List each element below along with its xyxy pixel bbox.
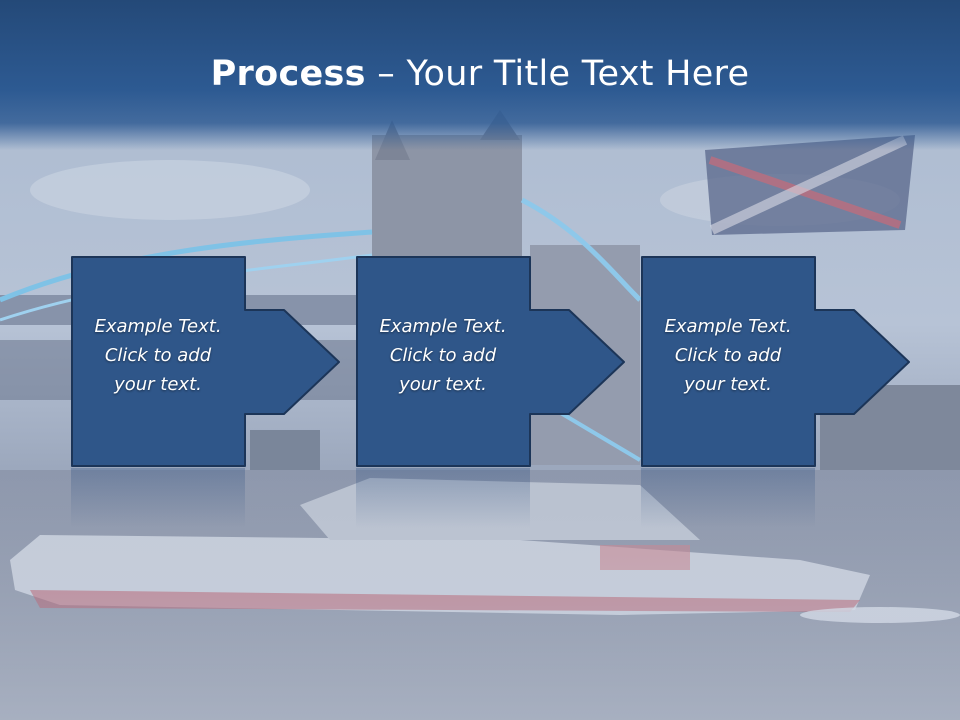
process-step-2[interactable]: Example Text. Click to add your text. <box>356 256 626 468</box>
step-text-line: Click to add <box>104 345 212 366</box>
step-text-line: Example Text. <box>94 316 222 337</box>
title-bar <box>0 0 960 150</box>
slide-title[interactable]: Process – Your Title Text Here <box>0 50 960 98</box>
process-step-1[interactable]: Example Text. Click to add your text. <box>71 256 341 468</box>
title-strong: Process <box>210 54 366 94</box>
step-text-line: your text. <box>684 374 772 395</box>
step-text[interactable]: Example Text. Click to add your text. <box>73 312 243 399</box>
step-text-line: your text. <box>399 374 487 395</box>
step-text[interactable]: Example Text. Click to add your text. <box>358 312 528 399</box>
step-reflection <box>71 468 245 528</box>
step-arrow-shape <box>71 256 340 467</box>
step-text[interactable]: Example Text. Click to add your text. <box>643 312 813 399</box>
step-reflection <box>641 468 815 528</box>
step-text-line: Click to add <box>389 345 497 366</box>
process-step-3[interactable]: Example Text. Click to add your text. <box>641 256 911 468</box>
title-rest: – Your Title Text Here <box>365 54 750 94</box>
step-reflection <box>356 468 530 528</box>
step-text-line: Example Text. <box>379 316 507 337</box>
step-text-line: Click to add <box>674 345 782 366</box>
step-arrow-shape <box>356 256 625 467</box>
step-arrow-shape <box>641 256 910 467</box>
step-text-line: your text. <box>114 374 202 395</box>
step-text-line: Example Text. <box>664 316 792 337</box>
